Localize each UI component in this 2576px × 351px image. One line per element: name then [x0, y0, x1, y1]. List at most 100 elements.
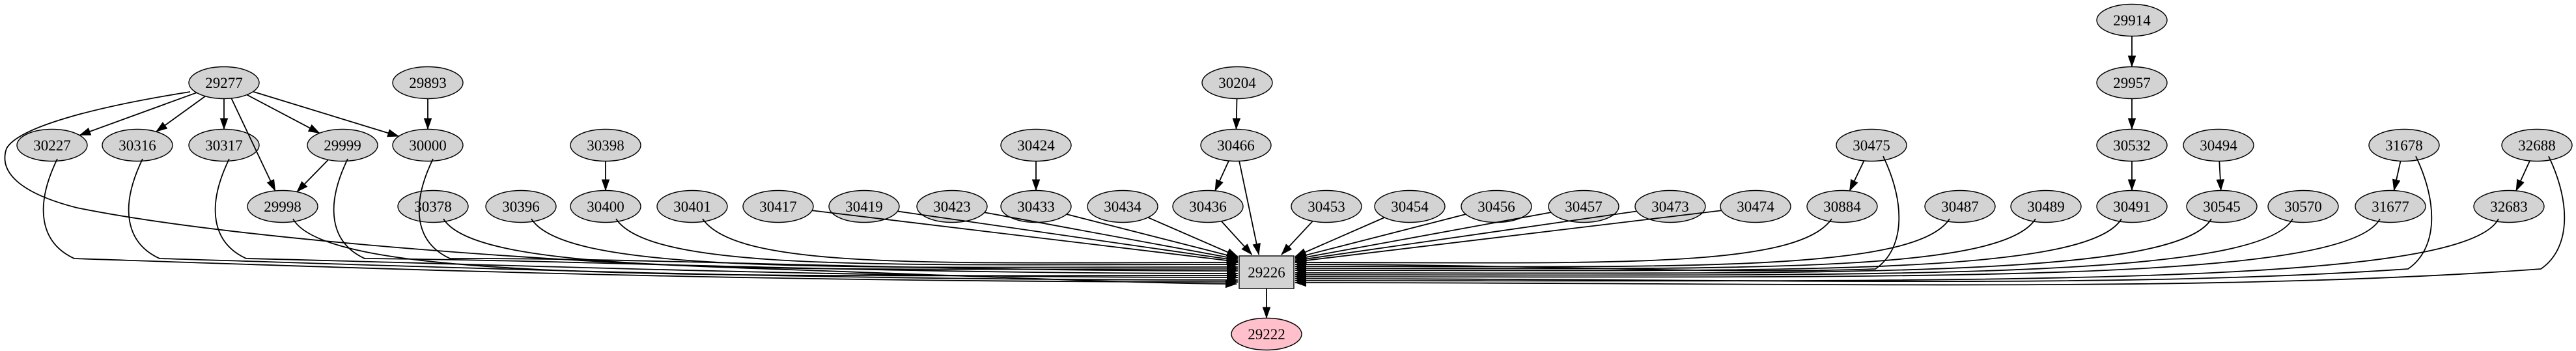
- node-label-32683: 32683: [2490, 199, 2528, 215]
- node-label-30466: 30466: [1217, 137, 1255, 154]
- node-30494: [2183, 128, 2254, 162]
- node-label-31677: 31677: [2372, 199, 2409, 215]
- node-31677: [2355, 190, 2426, 223]
- edge-31677-29226: [1295, 218, 2381, 281]
- edge-30456-29226: [1295, 214, 1466, 259]
- edge-29999-29226: [333, 158, 1239, 278]
- node-label-30317: 30317: [205, 137, 243, 154]
- edge-29277-30316: [156, 96, 206, 132]
- node-label-30473: 30473: [1651, 199, 1689, 215]
- node-label-30316: 30316: [119, 137, 156, 154]
- node-label-29914: 29914: [2113, 12, 2151, 29]
- node-label-30419: 30419: [845, 199, 883, 215]
- edge-30475-29226: [1295, 156, 1900, 272]
- edge-29999-29998: [296, 159, 329, 193]
- node-32683: [2473, 190, 2545, 223]
- edge-30317-29226: [214, 158, 1239, 282]
- edge-30400-29226: [615, 218, 1239, 269]
- edges-layer: [4, 36, 2566, 319]
- edge-30491-29226: [1295, 218, 2122, 275]
- node-label-30424: 30424: [1017, 137, 1055, 154]
- node-30423: [916, 190, 988, 223]
- node-30204: [1201, 66, 1273, 100]
- edge-30396-29226: [531, 218, 1239, 272]
- node-label-30396: 30396: [502, 199, 540, 215]
- node-label-30000: 30000: [409, 137, 447, 154]
- node-30417: [742, 190, 814, 223]
- node-label-30417: 30417: [759, 199, 797, 215]
- node-30489: [2010, 190, 2082, 223]
- edge-30401-29226: [702, 218, 1239, 267]
- edge-30494-30545: [2216, 161, 2225, 191]
- edge-30473-29226: [1295, 210, 1637, 263]
- edge-29998-29226: [292, 218, 1239, 280]
- node-label-30433: 30433: [1017, 199, 1055, 215]
- edge-30545-29226: [1295, 218, 2212, 277]
- node-label-30570: 30570: [2284, 199, 2322, 215]
- node-label-30436: 30436: [1189, 199, 1227, 215]
- node-29998: [247, 190, 318, 223]
- node-29226: [1239, 255, 1295, 289]
- edge-30453-29226: [1281, 220, 1313, 255]
- node-31678: [2368, 128, 2440, 162]
- node-label-30400: 30400: [587, 199, 624, 215]
- node-label-30378: 30378: [414, 199, 452, 215]
- node-label-31678: 31678: [2385, 137, 2423, 154]
- edge-30487-29226: [1295, 218, 1950, 271]
- node-30396: [485, 190, 557, 223]
- node-label-32688: 32688: [2518, 137, 2556, 154]
- node-label-30204: 30204: [1218, 75, 1256, 91]
- edge-29277-30227: [79, 92, 197, 136]
- node-label-30457: 30457: [1565, 199, 1603, 215]
- node-label-30453: 30453: [1308, 199, 1345, 215]
- node-label-30884: 30884: [1823, 199, 1861, 215]
- node-30434: [1087, 190, 1158, 223]
- node-32688: [2501, 128, 2573, 162]
- edge-31678-31677: [2392, 161, 2401, 191]
- node-30454: [1374, 190, 1446, 223]
- edge-30570-29226: [1295, 218, 2293, 279]
- edge-32688-32683: [2515, 160, 2530, 191]
- node-30436: [1172, 190, 1244, 223]
- edge-30433-29226: [1066, 214, 1239, 259]
- edge-31678-29226: [1295, 156, 2433, 283]
- edge-29277-29998: [231, 98, 276, 191]
- node-label-30491: 30491: [2113, 199, 2151, 215]
- node-label-29999: 29999: [324, 137, 361, 154]
- node-label-30454: 30454: [1391, 199, 1429, 215]
- edge-29277-29226: [4, 91, 1237, 288]
- edge-30316-29226: [128, 158, 1239, 285]
- node-label-30545: 30545: [2203, 199, 2241, 215]
- node-label-30474: 30474: [1737, 199, 1774, 215]
- node-label-29222: 29222: [1248, 326, 1285, 343]
- node-30884: [1806, 190, 1878, 223]
- edge-32688-29226: [1295, 156, 2566, 287]
- edge-30457-29226: [1295, 212, 1552, 262]
- node-label-29277: 29277: [205, 75, 243, 91]
- edge-32683-29226: [1295, 218, 2499, 285]
- node-label-29998: 29998: [264, 199, 301, 215]
- node-30475: [1836, 128, 1907, 162]
- node-30570: [2267, 190, 2339, 223]
- edge-30466-29226: [1239, 161, 1261, 255]
- node-label-30456: 30456: [1477, 199, 1515, 215]
- edge-30417-29226: [812, 210, 1239, 265]
- edge-30466-30436: [1214, 160, 1229, 191]
- node-30227: [16, 128, 88, 162]
- node-label-30423: 30423: [933, 199, 971, 215]
- node-30474: [1720, 190, 1791, 223]
- node-30457: [1548, 190, 1619, 223]
- node-label-30532: 30532: [2113, 137, 2151, 154]
- node-shapes-layer: [16, 3, 2573, 351]
- edge-30434-29226: [1147, 217, 1239, 257]
- edge-30454-29226: [1295, 217, 1385, 257]
- node-29999: [307, 128, 378, 162]
- edge-30227-29226: [42, 158, 1239, 287]
- edge-30474-29226: [1295, 210, 1722, 265]
- node-label-29893: 29893: [409, 75, 447, 91]
- node-30378: [397, 190, 469, 223]
- node-label-30489: 30489: [2027, 199, 2065, 215]
